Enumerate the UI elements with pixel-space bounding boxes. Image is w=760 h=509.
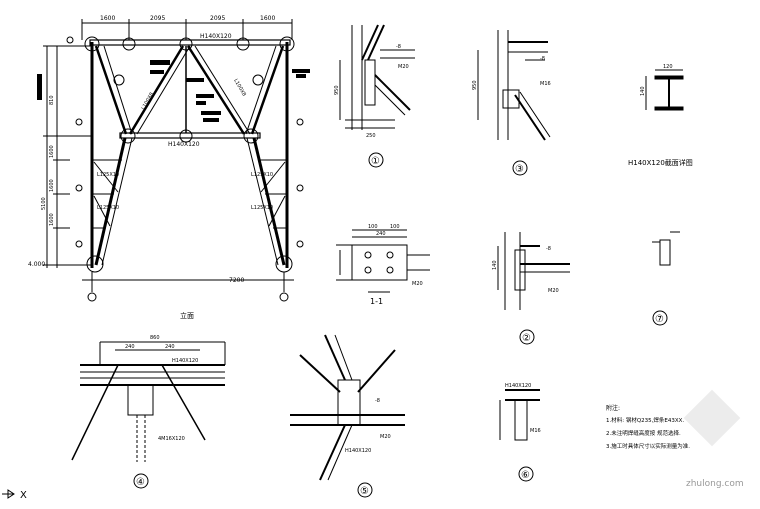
detail-2	[497, 232, 570, 345]
d4-label-c: 240	[165, 344, 175, 350]
detail-3-tag: ③	[515, 164, 524, 175]
ucs-axis: X	[2, 489, 27, 501]
detail-1-1	[336, 229, 430, 293]
d1-label-d: 950	[334, 85, 340, 95]
d4-label-d: H140X120	[172, 358, 198, 364]
top-dim-2: 2095	[150, 15, 165, 22]
d6-label-b: M16	[530, 428, 541, 434]
beam-mid-label: H140X120	[168, 141, 200, 148]
detail-6	[499, 389, 540, 482]
bottom-dim-label: 7200	[229, 277, 244, 284]
elevation-frame	[43, 19, 304, 302]
d1-label-b: M20	[398, 64, 409, 70]
beam-top-label: H140X120	[200, 33, 232, 40]
d3-label-b: M16	[540, 81, 551, 87]
detail-5-texts: H140X120 M20 -8 ⑤	[345, 398, 391, 497]
detail-3	[477, 30, 551, 176]
d2-label-c: 140	[492, 260, 498, 270]
detail-5-tag: ⑤	[360, 486, 369, 497]
elev-label: 4.000	[28, 261, 45, 268]
detail-2-texts: -8 M20 140 ②	[492, 246, 559, 344]
top-dim-4: 1600	[260, 15, 275, 22]
d2-label-a: -8	[546, 246, 551, 252]
detail-1-1-texts: 100 240 100 M20 1-1	[368, 224, 423, 306]
left-total: 5100	[41, 197, 47, 210]
left-dim-1: 810	[49, 95, 55, 105]
section-dim-b: 140	[640, 86, 646, 96]
d11-label-c: 100	[390, 224, 400, 230]
detail-4-tag: ④	[136, 477, 145, 488]
d6-label-a: H140X120	[505, 383, 531, 389]
d5-label-a: H140X120	[345, 448, 371, 454]
h-section	[645, 69, 684, 111]
note-1: 1.材料: 钢材Q235,焊条E43XX.	[606, 416, 684, 424]
frame-label-blocks	[37, 60, 310, 122]
section-1-1-title: 1-1	[370, 297, 383, 306]
section-dim-a: 120	[663, 64, 673, 70]
top-dim-1: 1600	[100, 15, 115, 22]
watermark-text: zhulong.com	[686, 479, 744, 489]
note-2: 2.未注明焊缝高度按 规范选择.	[606, 429, 681, 437]
detail-1	[339, 24, 415, 168]
d1-label-a: -8	[396, 44, 401, 50]
d1-label-c: 250	[366, 133, 376, 139]
d4-label-e: 4M16X120	[158, 436, 185, 442]
detail-1-texts: -8 M20 250 950 ①	[334, 44, 409, 167]
section-title: H140X120截面详图	[628, 158, 693, 167]
detail-7-tag: ⑦	[655, 314, 664, 325]
detail-2-tag: ②	[522, 333, 531, 344]
detail-6-texts: H140X120 M16 ⑥	[505, 383, 541, 481]
d4-label-b: 240	[125, 344, 135, 350]
detail-3-texts: -8 M16 950 ③	[472, 56, 551, 175]
top-dim-3: 2095	[210, 15, 225, 22]
lower-label-3: L125X10	[251, 172, 273, 178]
d5-label-b: M20	[380, 434, 391, 440]
axis-x-label: X	[20, 490, 27, 501]
left-dim-4: 1600	[49, 213, 55, 226]
lower-label-1: L125X10	[97, 172, 119, 178]
detail-5	[290, 334, 405, 498]
d11-label-a: 100	[368, 224, 378, 230]
detail-4	[71, 341, 226, 489]
detail-7-texts: ⑦	[655, 314, 664, 325]
detail-1-tag: ①	[371, 156, 380, 167]
frame-texts: 1600 2095 2095 1600 H140X120 H140X120 72…	[28, 15, 275, 320]
d4-label-a: 860	[150, 335, 160, 341]
notes-heading: 附注:	[606, 404, 620, 412]
detail-7	[652, 231, 680, 326]
lower-label-4: L125X10	[251, 205, 273, 211]
frame-title: 立面	[180, 311, 194, 320]
h-section-texts: 120 140 H140X120截面详图	[628, 64, 693, 167]
detail-6-tag: ⑥	[521, 470, 530, 481]
note-3: 3.施工时具体尺寸以实际测量为准.	[606, 442, 690, 450]
detail-4-texts: 860 240 240 H140X120 4M16X120 ④	[125, 335, 198, 488]
left-dim-2: 1600	[49, 145, 55, 158]
left-dim-3: 1600	[49, 179, 55, 192]
d11-label-b: 240	[376, 231, 386, 237]
d2-label-b: M20	[548, 288, 559, 294]
notes: 附注: 1.材料: 钢材Q235,焊条E43XX. 2.未注明焊缝高度按 规范选…	[606, 404, 690, 450]
lower-label-2: L125X10	[97, 205, 119, 211]
d5-label-c: -8	[375, 398, 380, 404]
d3-label-c: 950	[472, 80, 478, 90]
d3-label-a: -8	[540, 56, 545, 62]
d11-label-d: M20	[412, 281, 423, 287]
